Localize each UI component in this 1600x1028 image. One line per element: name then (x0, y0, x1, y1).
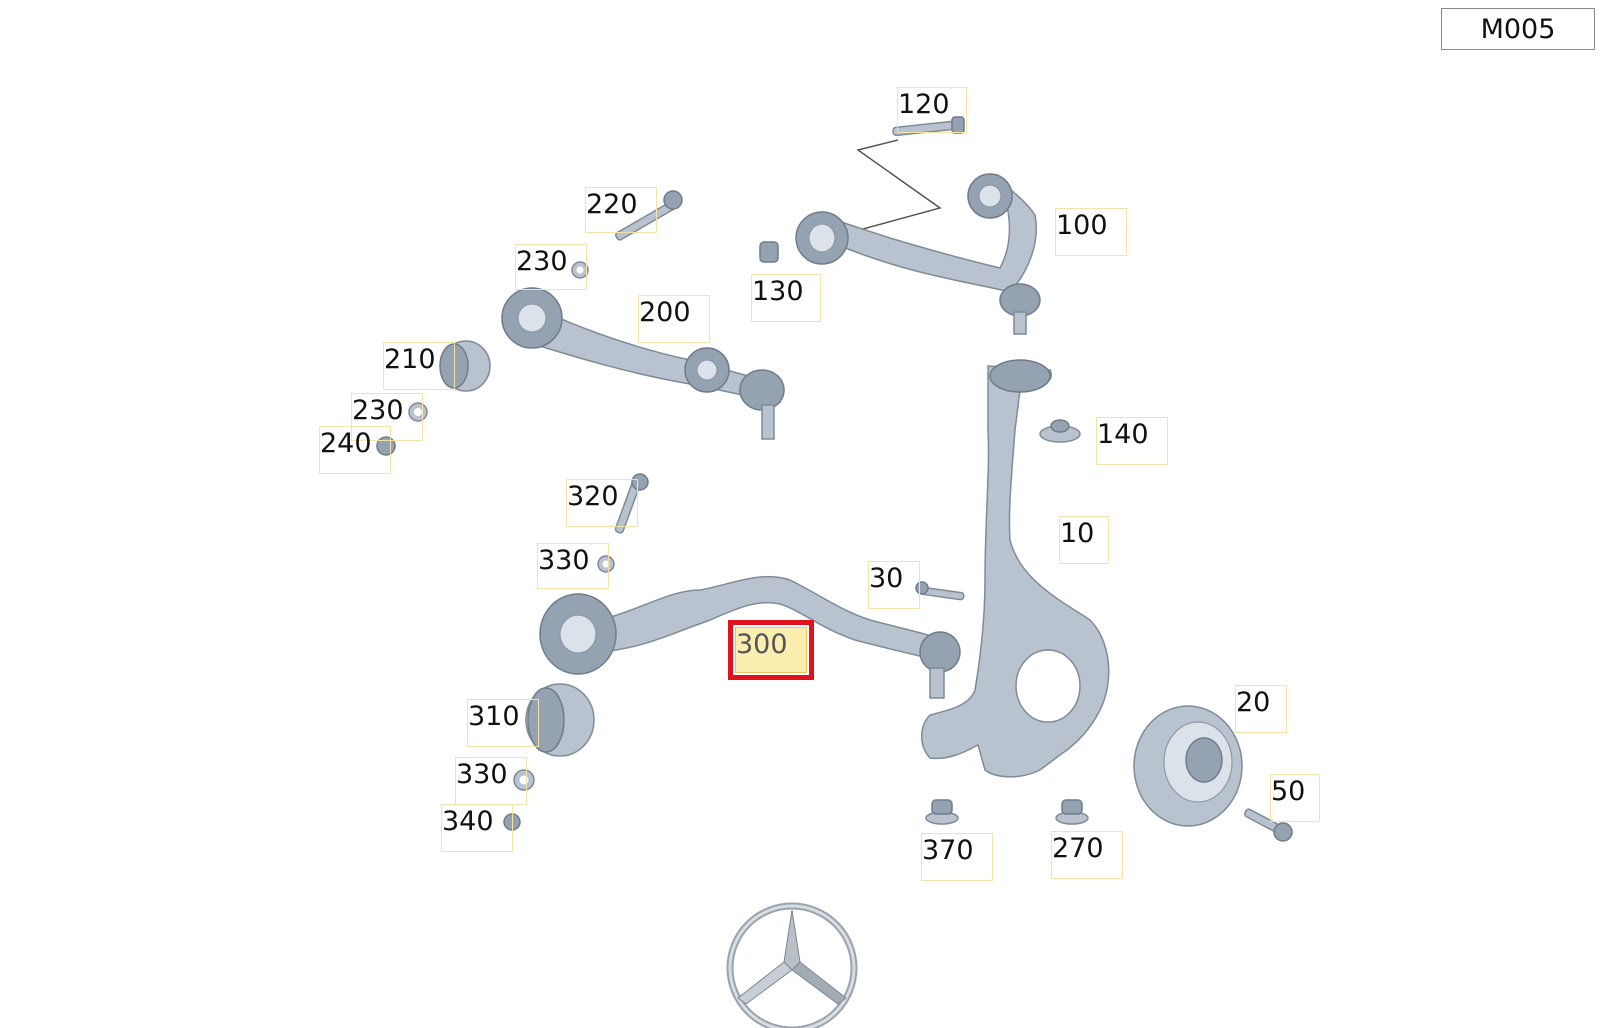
callout-220-text: 220 (586, 189, 638, 220)
bolt-30-shape (915, 581, 965, 601)
callout-340[interactable]: 340 (441, 804, 513, 852)
callout-330-bottom-text: 330 (456, 759, 508, 790)
callout-10-text: 10 (1060, 518, 1095, 549)
mercedes-star-logo (726, 902, 858, 1028)
lower-arm-200-shape (501, 287, 785, 440)
callout-270[interactable]: 270 (1051, 831, 1123, 879)
callout-20[interactable]: 20 (1235, 685, 1287, 733)
callout-300-text: 300 (736, 629, 788, 660)
bolt-320-shape (614, 473, 649, 534)
callout-140[interactable]: 140 (1096, 417, 1168, 465)
callout-100[interactable]: 100 (1055, 208, 1127, 256)
callout-230-top[interactable]: 230 (515, 244, 587, 290)
callout-30-text: 30 (869, 563, 904, 594)
callout-320[interactable]: 320 (566, 479, 638, 527)
callout-100-text: 100 (1056, 210, 1108, 241)
upper-arm-100-shape (795, 173, 1041, 335)
lower-wishbone-300-shape (539, 575, 961, 699)
callout-210-text: 210 (384, 344, 436, 375)
bolt-120-shape (892, 116, 965, 137)
callout-240-text: 240 (320, 428, 372, 459)
callout-310-text: 310 (468, 701, 520, 732)
callout-140-text: 140 (1097, 419, 1149, 450)
diagram-code-label: M005 (1441, 8, 1595, 50)
callout-370-text: 370 (922, 835, 974, 866)
nut-370-shape (925, 799, 959, 825)
callout-330-top-text: 330 (538, 545, 590, 576)
callout-230-left[interactable]: 230 (351, 393, 423, 441)
callout-20-text: 20 (1236, 687, 1271, 718)
knuckle-10-shape (921, 359, 1110, 778)
wheel-hub-20-shape (1133, 705, 1243, 827)
callout-50[interactable]: 50 (1270, 774, 1320, 822)
nut-130-shape (759, 241, 779, 263)
callout-200[interactable]: 200 (638, 295, 710, 343)
callout-120-text: 120 (898, 89, 950, 120)
callout-270-text: 270 (1052, 833, 1104, 864)
callout-200-text: 200 (639, 297, 691, 328)
nut-270-shape (1055, 799, 1089, 825)
callout-120[interactable]: 120 (897, 87, 967, 133)
callout-130-text: 130 (752, 276, 804, 307)
callout-30[interactable]: 30 (868, 561, 920, 609)
callout-340-text: 340 (442, 806, 494, 837)
callout-330-top[interactable]: 330 (537, 543, 609, 589)
callout-220[interactable]: 220 (585, 187, 657, 233)
leader-line-120 (851, 139, 942, 233)
cap-140-shape (1039, 419, 1081, 443)
bolt-220-shape (615, 190, 683, 241)
callout-370[interactable]: 370 (921, 833, 993, 881)
callout-210[interactable]: 210 (383, 342, 455, 390)
callout-310[interactable]: 310 (467, 699, 539, 747)
callout-240[interactable]: 240 (319, 426, 391, 474)
bolt-50-shape (1244, 808, 1293, 842)
callout-10[interactable]: 10 (1059, 516, 1109, 564)
callout-330-bottom[interactable]: 330 (455, 757, 527, 805)
callout-230-left-text: 230 (352, 395, 404, 426)
bushing-310-shape (525, 683, 595, 757)
callout-50-text: 50 (1271, 776, 1306, 807)
callout-230-top-text: 230 (516, 246, 568, 277)
callout-130[interactable]: 130 (751, 274, 821, 322)
callout-300[interactable]: 300 (728, 620, 814, 680)
callout-320-text: 320 (567, 481, 619, 512)
